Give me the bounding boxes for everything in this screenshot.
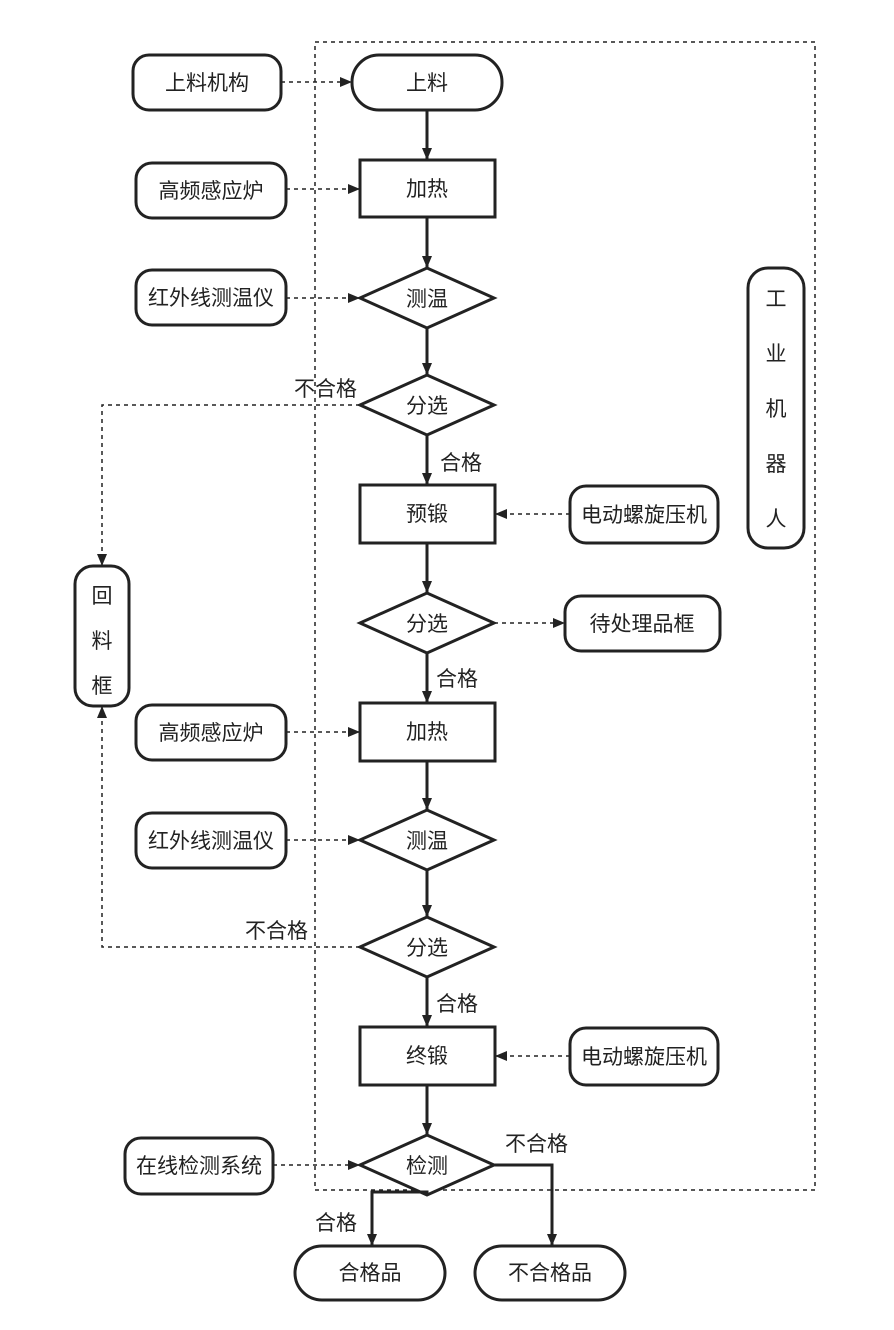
result-fail-label: 不合格品 (508, 1261, 592, 1285)
equipment-inspection-system-label: 在线检测系统 (136, 1154, 262, 1178)
step-preforge-label: 预锻 (406, 502, 448, 526)
equipment-furnace-2-label: 高频感应炉 (159, 721, 264, 745)
step-final-forge-label: 终锻 (406, 1044, 448, 1068)
equipment-inspection-system (123, 1136, 275, 1196)
step-measure-2-label: 测温 (406, 829, 448, 853)
step-heat-2 (358, 701, 497, 763)
robot-char-5: 人 (766, 507, 787, 531)
step-heat-1-label: 加热 (406, 177, 448, 201)
result-fail (473, 1244, 627, 1302)
step-measure-2 (356, 808, 498, 872)
dash-sort-3-reject-to-return (97, 706, 360, 948)
robot-boundary (314, 41, 816, 1191)
equipment-press-1-label: 电动螺旋压机 (581, 503, 707, 527)
step-sort-3-label: 分选 (406, 936, 448, 960)
equipment-pyrometer-2-label: 红外线测温仪 (148, 829, 274, 853)
step-measure-1 (356, 266, 498, 330)
label-pass-4: 合格 (315, 1211, 357, 1235)
robot-char-1: 工 (766, 287, 787, 311)
arrow-inspect-to-pass (367, 1190, 429, 1246)
label-fail-2: 不合格 (245, 919, 308, 943)
step-heat-2-label: 加热 (406, 720, 448, 744)
arrow-inspect-to-fail (494, 1163, 557, 1246)
result-pass-label: 合格品 (339, 1261, 402, 1285)
robot-char-3: 机 (766, 397, 787, 421)
step-sort-1 (356, 373, 498, 437)
return-box-char-1: 回 (92, 584, 113, 608)
equipment-pending-box-label: 待处理品框 (590, 612, 695, 636)
step-measure-1-label: 测温 (406, 287, 448, 311)
step-sort-3 (356, 915, 498, 979)
label-pass-1: 合格 (440, 451, 482, 475)
step-load-label: 上料 (406, 71, 448, 95)
return-box-char-2: 料 (92, 629, 113, 653)
result-pass (293, 1244, 447, 1302)
equipment-furnace-1 (134, 161, 288, 220)
dash-sort-1-reject-to-return (97, 404, 360, 566)
label-fail-1: 不合格 (294, 377, 357, 401)
robot-char-4: 器 (766, 452, 787, 476)
step-sort-2-label: 分选 (406, 612, 448, 636)
label-pass-2: 合格 (436, 667, 478, 691)
label-pass-3: 合格 (436, 992, 478, 1016)
step-inspect-label: 检测 (406, 1154, 448, 1178)
step-sort-1-label: 分选 (406, 394, 448, 418)
equipment-furnace-1-label: 高频感应炉 (159, 179, 264, 203)
return-box-char-3: 框 (92, 674, 113, 698)
equipment-press-2-label: 电动螺旋压机 (581, 1045, 707, 1069)
equipment-pyrometer-1-label: 红外线测温仪 (148, 286, 274, 310)
equipment-robot (746, 266, 806, 550)
robot-char-2: 业 (766, 342, 787, 366)
equipment-pending-box (563, 594, 722, 653)
equipment-loader-label: 上料机构 (165, 71, 249, 95)
label-fail-3: 不合格 (505, 1132, 568, 1156)
